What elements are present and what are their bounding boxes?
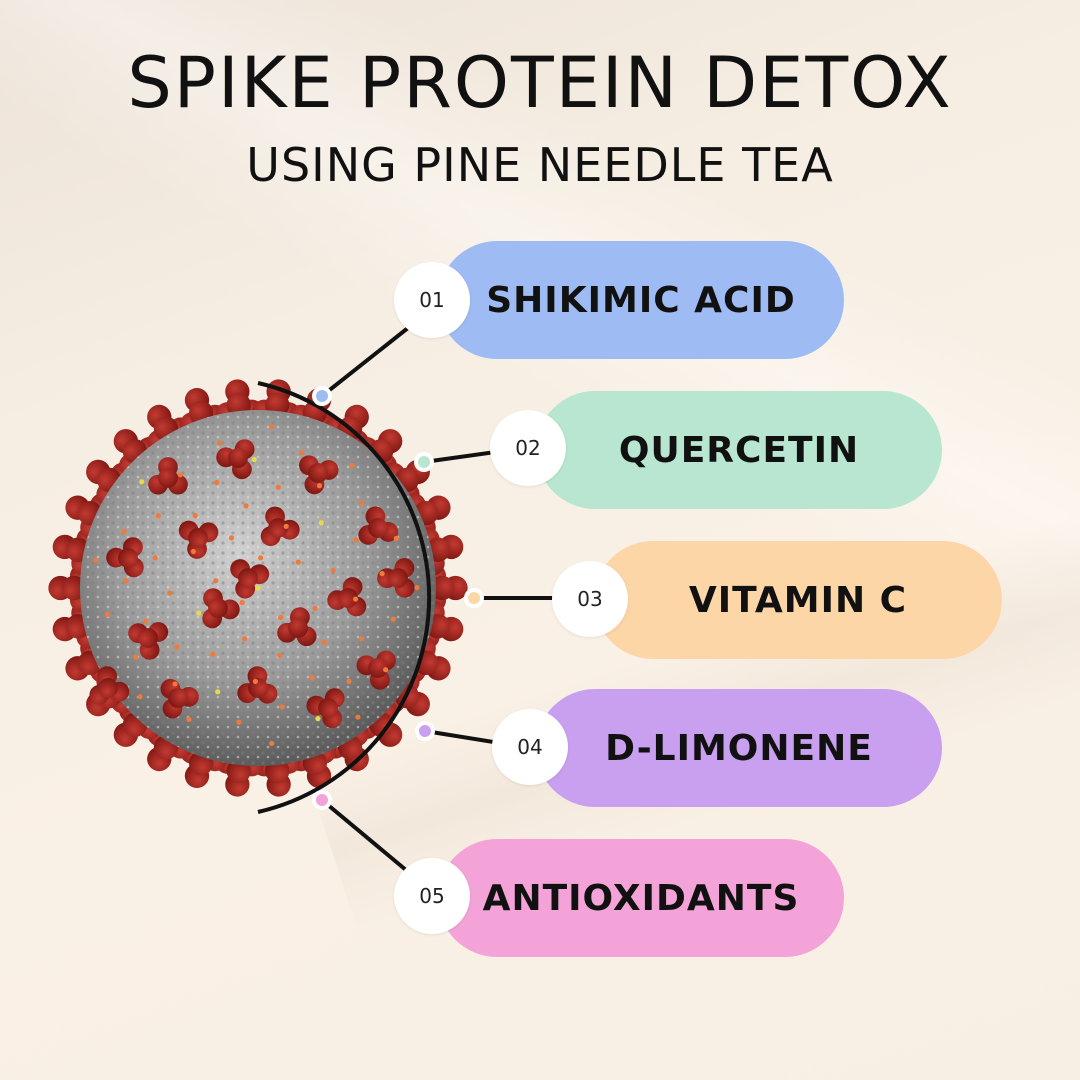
item-number-badge-05: 05: [394, 858, 470, 934]
item-pill-03: VITAMIN C: [594, 541, 1002, 659]
item-label-05: ANTIOXIDANTS: [482, 877, 800, 919]
connector-line-01: [320, 318, 420, 398]
connector-dot-01: [316, 390, 328, 402]
connector-dot-05: [316, 794, 328, 806]
item-number-badge-03: 03: [552, 561, 628, 637]
item-pill-05: ANTIOXIDANTS: [438, 839, 844, 957]
page-subtitle: USING PINE NEEDLE TEA: [246, 138, 834, 192]
item-label-03: VITAMIN C: [688, 579, 908, 621]
item-pill-01: SHIKIMIC ACID: [438, 241, 844, 359]
connector-dot-02: [418, 456, 430, 468]
item-number-badge-04: 04: [492, 709, 568, 785]
page-title: SPIKE PROTEIN DETOX: [127, 42, 953, 124]
connector-line-05: [320, 798, 420, 882]
item-number-badge-01: 01: [394, 262, 470, 338]
item-number-badge-02: 02: [490, 410, 566, 486]
connector-arc: [257, 381, 432, 814]
connector-dot-03: [468, 592, 480, 604]
item-label-02: QUERCETIN: [618, 429, 860, 471]
item-pill-04: D-LIMONENE: [536, 689, 942, 807]
virus-icon: [48, 379, 468, 797]
item-label-04: D-LIMONENE: [605, 727, 873, 769]
item-pill-02: QUERCETIN: [536, 391, 942, 509]
item-label-01: SHIKIMIC ACID: [486, 279, 796, 321]
connector-dot-04: [419, 725, 431, 737]
